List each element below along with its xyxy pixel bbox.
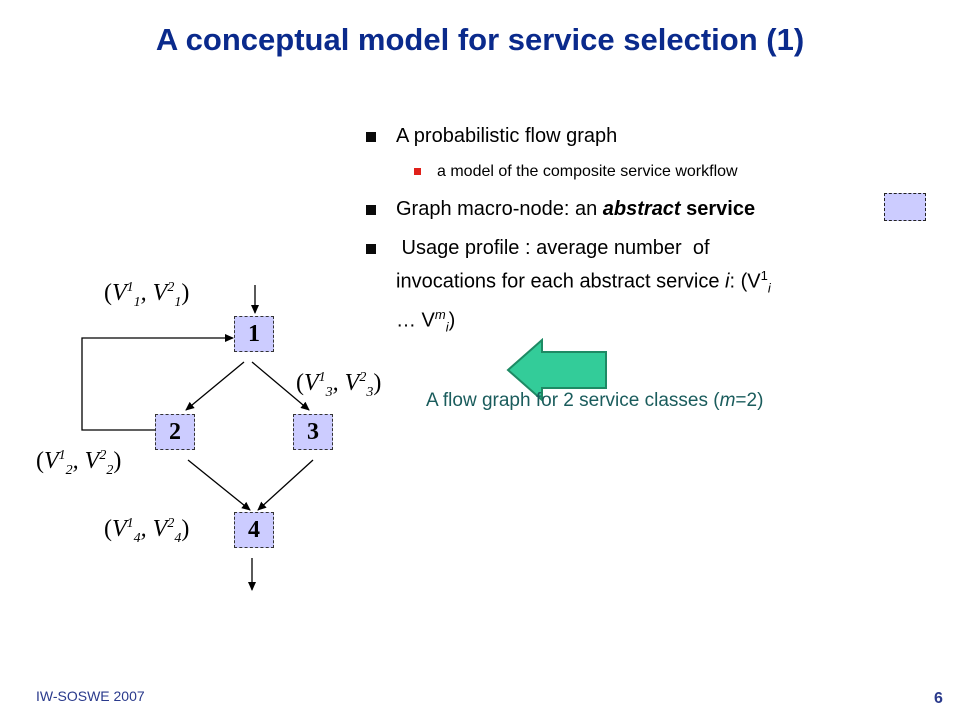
slide-title: A conceptual model for service selection… <box>155 22 805 57</box>
flow-graph-caption: A flow graph for 2 service classes (m=2) <box>426 390 763 412</box>
v-sub: 1 <box>174 294 182 310</box>
graph-node-4: 4 <box>234 512 274 548</box>
v-sup: 1 <box>126 516 134 531</box>
v-symbol: V <box>304 370 319 396</box>
usage-i: i <box>725 270 730 293</box>
graph-node-1: 1 <box>234 316 274 352</box>
v-sup: 1 <box>126 280 134 295</box>
footer-conference: IW-SOSWE 2007 <box>36 688 145 704</box>
bullet-usage-profile: Usage profile : average number of invoca… <box>396 236 916 339</box>
v-symbol: V <box>44 448 59 474</box>
bullet-marker <box>366 244 376 254</box>
usage-profile-line3: … Vmi) <box>396 303 916 340</box>
v-sub: 3 <box>325 384 333 400</box>
graph-node-3: 3 <box>293 414 333 450</box>
usage-profile-line1: Usage profile : average number of <box>396 237 710 259</box>
bullet-marker <box>366 132 376 142</box>
edge-2-1-loop <box>81 334 234 431</box>
v-sup: 1 <box>318 370 326 385</box>
usage-sub-i: i <box>445 319 449 335</box>
bullet-flow-graph: A probabilistic flow graph <box>396 125 618 147</box>
usage-text: ) <box>448 309 456 332</box>
bullet-marker <box>366 205 376 215</box>
usage-sup: m <box>435 307 446 322</box>
usage-sub-i: i <box>767 280 771 296</box>
left-arrow-icon <box>506 338 607 402</box>
usage-text: : (V <box>729 270 761 293</box>
v-sup: 1 <box>58 448 66 463</box>
abstract-service-legend-box <box>884 193 926 221</box>
v-symbol: V <box>84 448 100 474</box>
v-symbol: V <box>112 516 127 542</box>
v-symbol: V <box>152 516 168 542</box>
v-sub: 1 <box>133 294 141 310</box>
v-symbol: V <box>152 280 168 306</box>
v-sub: 2 <box>106 462 114 478</box>
v-sup: 2 <box>167 280 175 295</box>
bullet-macro-node: Graph macro-node: an abstract service <box>396 197 755 221</box>
v-sub: 3 <box>366 384 374 400</box>
v-sub: 4 <box>133 530 141 546</box>
node-3-usage-label: (V13, V23) <box>296 370 382 400</box>
macro-node-text: Graph macro-node: an <box>396 198 603 220</box>
v-sub: 4 <box>174 530 182 546</box>
page-number: 6 <box>934 690 943 707</box>
node-4-usage-label: (V14, V24) <box>104 516 190 546</box>
edge-1-2 <box>185 361 245 411</box>
abstract-emphasis: abstract <box>602 198 681 220</box>
usage-profile-line2: invocations for each abstract service i:… <box>396 264 916 301</box>
usage-sub: i <box>768 281 771 296</box>
edge-2-4 <box>187 459 251 511</box>
caption-text: A flow graph for 2 service classes ( <box>426 390 720 411</box>
sub-bullet-workflow-model: a model of the composite service workflo… <box>437 163 738 180</box>
edge-3-4 <box>257 459 314 511</box>
node-2-usage-label: (V12, V22) <box>36 448 122 478</box>
usage-sub: i <box>446 319 449 334</box>
v-symbol: V <box>112 280 127 306</box>
usage-text: invocations for each abstract service <box>396 270 726 293</box>
usage-sup-m: m <box>434 306 446 322</box>
v-sup: 2 <box>167 516 175 531</box>
edge-1-3 <box>251 361 310 411</box>
usage-text: … V <box>396 309 435 332</box>
v-sup: 2 <box>99 448 107 463</box>
v-sup: 2 <box>359 370 367 385</box>
graph-node-2: 2 <box>155 414 195 450</box>
caption-m: m <box>719 390 736 411</box>
caption-text: =2) <box>735 390 764 411</box>
v-sub: 2 <box>65 462 73 478</box>
v-symbol: V <box>344 370 360 396</box>
sub-bullet-marker <box>414 168 421 175</box>
usage-sup: 1 <box>760 268 768 283</box>
service-word: service <box>680 198 756 220</box>
node-1-usage-label: (V11, V21) <box>104 280 190 310</box>
